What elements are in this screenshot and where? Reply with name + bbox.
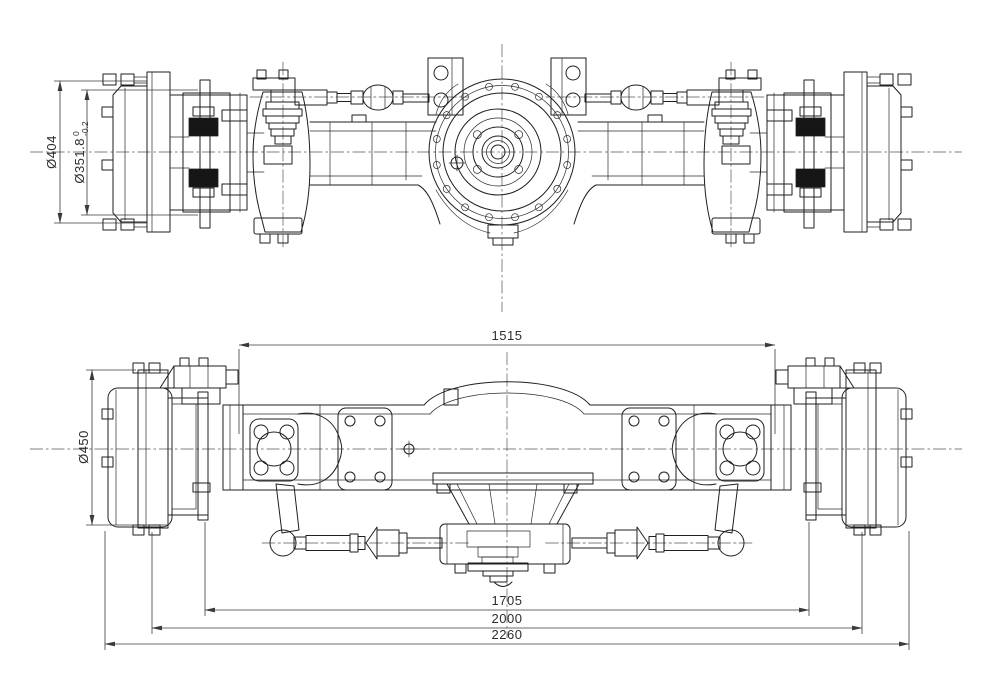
dimension-2260: 2260 bbox=[104, 531, 910, 650]
front-view bbox=[30, 44, 962, 312]
plan-view bbox=[30, 352, 962, 638]
differential-housing bbox=[428, 78, 576, 246]
right-wheel-end-plan bbox=[671, 357, 913, 536]
dimension-1515: 1515 bbox=[238, 328, 776, 434]
dimension-2000: 2000 bbox=[151, 532, 863, 634]
dimension-dia404: Ø404 bbox=[44, 80, 147, 224]
drain-plug bbox=[448, 154, 466, 172]
dim-1515-label: 1515 bbox=[492, 328, 523, 343]
dim-1705-label: 1705 bbox=[492, 593, 523, 608]
dimensions: Ø404 Ø351.8 0 -0.2 Ø450 1515 bbox=[44, 80, 910, 650]
right-wheel-end-front bbox=[749, 71, 913, 233]
fill-plug bbox=[400, 440, 418, 458]
left-tie-rod-plan bbox=[261, 526, 471, 560]
dimension-dia450: Ø450 bbox=[76, 369, 136, 526]
left-wheel-end-plan bbox=[101, 357, 343, 536]
left-axle-beam-front bbox=[309, 114, 441, 225]
cover-bolt-circle bbox=[432, 82, 572, 222]
dia351-label: Ø351.8 bbox=[72, 138, 87, 184]
dimension-dia351: Ø351.8 0 -0.2 bbox=[71, 89, 198, 216]
dia351-tolerance-lower: -0.2 bbox=[80, 121, 90, 136]
dia450-label: Ø450 bbox=[76, 430, 91, 464]
axle-beam-plan bbox=[242, 381, 772, 491]
differential-carrier-plan bbox=[432, 472, 594, 587]
right-tie-rod-plan bbox=[543, 526, 753, 560]
hub-bore bbox=[454, 108, 542, 196]
dimension-1705: 1705 bbox=[204, 522, 810, 616]
dia404-label: Ø404 bbox=[44, 135, 59, 169]
dim-2000-label: 2000 bbox=[492, 611, 523, 626]
dim-2260-label: 2260 bbox=[492, 627, 523, 642]
dia351-tolerance-upper: 0 bbox=[71, 131, 81, 136]
right-axle-beam-front bbox=[573, 114, 705, 225]
